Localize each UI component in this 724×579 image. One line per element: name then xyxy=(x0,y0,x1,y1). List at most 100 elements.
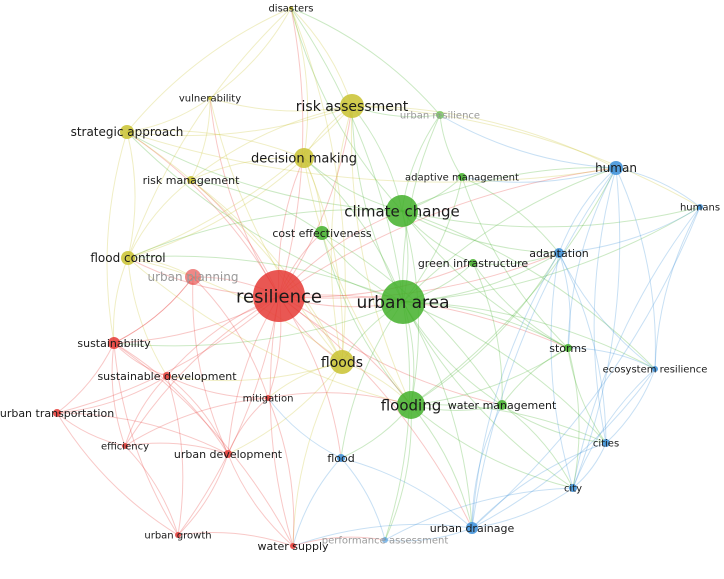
label-urban-drainage[interactable]: urban drainage xyxy=(430,522,515,535)
edge-climate-change-storms xyxy=(401,210,569,349)
node-urban-transportation[interactable] xyxy=(53,409,61,417)
node-cost-effectiveness[interactable] xyxy=(315,226,329,240)
node-decision-making[interactable] xyxy=(294,148,314,168)
node-performance-assessment[interactable] xyxy=(382,537,388,543)
node-urban-development[interactable] xyxy=(224,450,232,458)
edge-strategic-approach-vulnerability xyxy=(126,97,211,133)
label-mitigation[interactable]: mitigation xyxy=(243,394,294,405)
label-urban-resilience[interactable]: urban resilience xyxy=(400,111,480,122)
label-water-management[interactable]: water management xyxy=(448,399,557,412)
label-cities[interactable]: cities xyxy=(593,439,619,450)
label-urban-planning[interactable]: urban planning xyxy=(147,270,238,284)
label-green-infrastructure[interactable]: green infrastructure xyxy=(418,257,529,270)
node-green-infrastructure[interactable] xyxy=(469,259,477,267)
edge-risk-assessment-flood-control xyxy=(127,105,353,259)
edge-urban-area-cities xyxy=(402,301,607,444)
node-flood[interactable] xyxy=(337,454,345,462)
label-urban-development[interactable]: urban development xyxy=(174,448,283,461)
label-flood[interactable]: flood xyxy=(327,452,354,465)
node-urban-area[interactable] xyxy=(381,280,425,324)
edge-urban-transportation-urban-development xyxy=(56,412,229,455)
node-flooding[interactable] xyxy=(397,391,425,419)
node-sustainability[interactable] xyxy=(108,337,120,349)
edge-urban-area-flood-control xyxy=(127,255,404,303)
label-cost-effectiveness[interactable]: cost effectiveness xyxy=(272,227,372,240)
label-humans[interactable]: humans xyxy=(680,203,720,214)
edge-flooding-city xyxy=(410,404,574,489)
node-adaptive-management[interactable] xyxy=(458,173,466,181)
edge-urban-growth-water-supply xyxy=(177,532,294,547)
node-urban-growth[interactable] xyxy=(175,532,181,538)
edge-flood-water-supply xyxy=(292,457,342,547)
node-mitigation[interactable] xyxy=(265,395,271,401)
label-risk-assessment[interactable]: risk assessment xyxy=(296,99,409,115)
edge-humans-adaptation xyxy=(558,206,701,254)
node-floods[interactable] xyxy=(330,350,354,374)
edge-human-city xyxy=(572,167,621,489)
node-flood-control[interactable] xyxy=(121,251,135,265)
label-urban-area[interactable]: urban area xyxy=(356,293,449,313)
label-adaptation[interactable]: adaptation xyxy=(529,247,589,260)
node-sustainable-development[interactable] xyxy=(163,372,171,380)
label-urban-transportation[interactable]: urban transportation xyxy=(0,407,114,420)
edge-water-management-cities xyxy=(501,404,607,444)
label-sustainability[interactable]: sustainability xyxy=(77,337,151,350)
node-human[interactable] xyxy=(609,161,623,175)
label-vulnerability[interactable]: vulnerability xyxy=(179,94,241,105)
label-ecosystem-resilience[interactable]: ecosystem resilience xyxy=(603,365,708,376)
label-performance-assessment[interactable]: performance assessment xyxy=(322,536,449,547)
label-efficiency[interactable]: efficiency xyxy=(101,442,149,453)
edge-human-cities xyxy=(593,167,617,444)
label-climate-change[interactable]: climate change xyxy=(344,202,459,220)
node-storms[interactable] xyxy=(564,344,572,352)
edge-urban-planning-mitigation xyxy=(192,276,269,399)
edge-cost-effectiveness-risk-management xyxy=(190,179,323,234)
edge-urban-planning-sustainability xyxy=(113,276,194,344)
node-risk-management[interactable] xyxy=(187,176,195,184)
node-water-supply[interactable] xyxy=(290,543,296,549)
label-disasters[interactable]: disasters xyxy=(268,4,313,15)
edge-mitigation-flooding xyxy=(267,392,412,406)
node-cities[interactable] xyxy=(602,439,610,447)
node-water-management[interactable] xyxy=(497,400,507,410)
edge-flood-control-floods xyxy=(127,257,343,363)
node-ecosystem-resilience[interactable] xyxy=(652,366,658,372)
edge-resilience-water-supply xyxy=(269,295,294,547)
label-storms[interactable]: storms xyxy=(549,342,587,355)
label-flood-control[interactable]: flood control xyxy=(90,251,165,265)
label-risk-management[interactable]: risk management xyxy=(143,174,241,187)
label-sustainable-development[interactable]: sustainable development xyxy=(97,370,237,383)
label-water-supply[interactable]: water supply xyxy=(257,540,329,553)
node-vulnerability[interactable] xyxy=(208,96,212,100)
label-urban-growth[interactable]: urban growth xyxy=(144,531,211,542)
node-strategic-approach[interactable] xyxy=(120,125,134,139)
node-city[interactable] xyxy=(569,484,577,492)
node-urban-planning[interactable] xyxy=(185,269,201,285)
node-disasters[interactable] xyxy=(289,6,293,10)
label-floods[interactable]: floods xyxy=(321,355,363,371)
node-climate-change[interactable] xyxy=(386,195,418,227)
edge-human-adaptive-management xyxy=(461,167,617,183)
node-humans[interactable] xyxy=(697,204,703,210)
edge-water-supply-performance-assessment xyxy=(292,536,386,547)
node-adaptation[interactable] xyxy=(554,248,564,258)
edge-flooding-performance-assessment xyxy=(384,404,412,541)
node-risk-assessment[interactable] xyxy=(340,94,364,118)
edge-urban-area-human xyxy=(402,167,617,303)
node-urban-drainage[interactable] xyxy=(466,522,478,534)
label-strategic-approach[interactable]: strategic approach xyxy=(71,125,184,139)
node-efficiency[interactable] xyxy=(122,443,128,449)
edge-adaptation-city xyxy=(550,252,574,489)
label-flooding[interactable]: flooding xyxy=(381,396,442,414)
edge-flood-mitigation xyxy=(267,397,342,459)
edge-urban-area-city xyxy=(402,301,574,489)
edge-green-infrastructure-storms xyxy=(472,262,569,349)
label-city[interactable]: city xyxy=(564,484,582,495)
label-adaptive-management[interactable]: adaptive management xyxy=(405,173,519,184)
label-resilience[interactable]: resilience xyxy=(236,286,322,307)
node-resilience[interactable] xyxy=(253,270,305,322)
label-human[interactable]: human xyxy=(595,161,637,175)
node-urban-resilience[interactable] xyxy=(436,111,444,119)
label-decision-making[interactable]: decision making xyxy=(251,152,357,167)
